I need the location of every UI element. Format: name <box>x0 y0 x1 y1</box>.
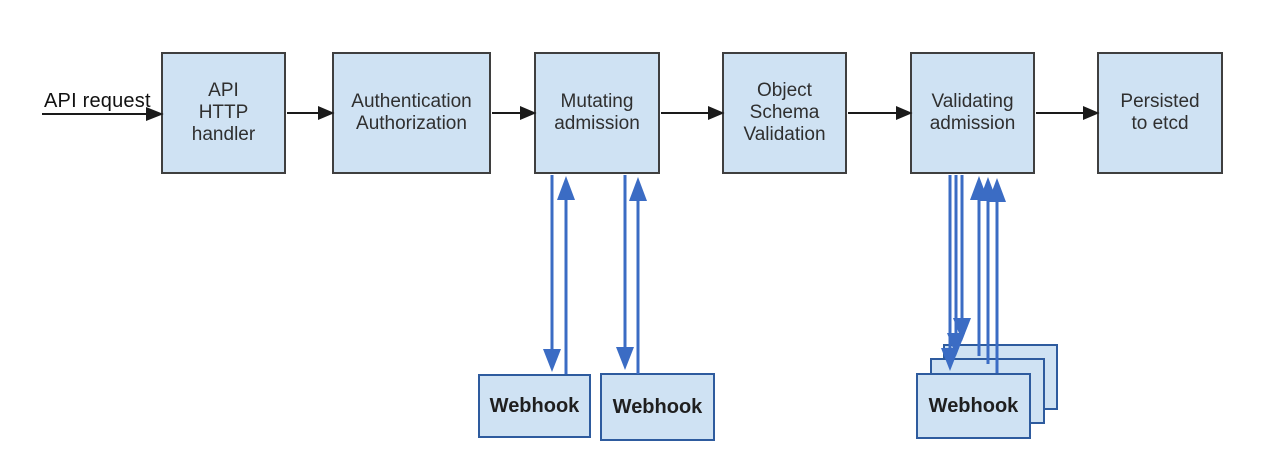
flow-arrowhead-icon <box>708 105 725 121</box>
node-label: Persisted to etcd <box>1120 91 1200 134</box>
up-arrowhead-icon <box>629 177 647 201</box>
up-arrowhead-icon <box>979 177 997 201</box>
up-arrowhead-icon <box>970 176 988 200</box>
node-mutating-admission: Mutating admission <box>534 52 660 174</box>
webhook-label: Webhook <box>928 394 1019 417</box>
node-label: Mutating admission <box>554 91 640 134</box>
down-arrowhead-icon <box>543 349 561 372</box>
flow-arrowhead-icon <box>520 105 537 121</box>
node-validating-admission: Validating admission <box>910 52 1035 174</box>
mutating-webhook-box-1: Webhook <box>478 374 591 438</box>
node-label: Validating admission <box>929 91 1016 134</box>
node-authentication-authorization: Authentication Authorization <box>332 52 491 174</box>
node-label: Object Schema Validation <box>743 80 826 145</box>
up-arrowhead-icon <box>988 178 1006 202</box>
validating-webhook-box-front: Webhook <box>916 373 1031 439</box>
api-request-label: API request <box>44 90 151 112</box>
up-arrowhead-icon <box>557 176 575 200</box>
node-api-http-handler: API HTTP handler <box>161 52 286 174</box>
node-persisted-to-etcd: Persisted to etcd <box>1097 52 1223 174</box>
webhook-label: Webhook <box>612 395 703 418</box>
down-arrowhead-icon <box>953 318 971 341</box>
node-label: Authentication Authorization <box>351 91 472 134</box>
node-label: API HTTP handler <box>191 80 256 145</box>
down-arrowhead-icon <box>616 347 634 370</box>
flow-arrowhead-icon <box>896 105 913 121</box>
flow-arrowhead-icon <box>1083 105 1100 121</box>
mutating-webhook-box-2: Webhook <box>600 373 715 441</box>
flow-arrowhead-icon <box>318 105 335 121</box>
webhook-label: Webhook <box>489 394 580 417</box>
node-object-schema-validation: Object Schema Validation <box>722 52 847 174</box>
